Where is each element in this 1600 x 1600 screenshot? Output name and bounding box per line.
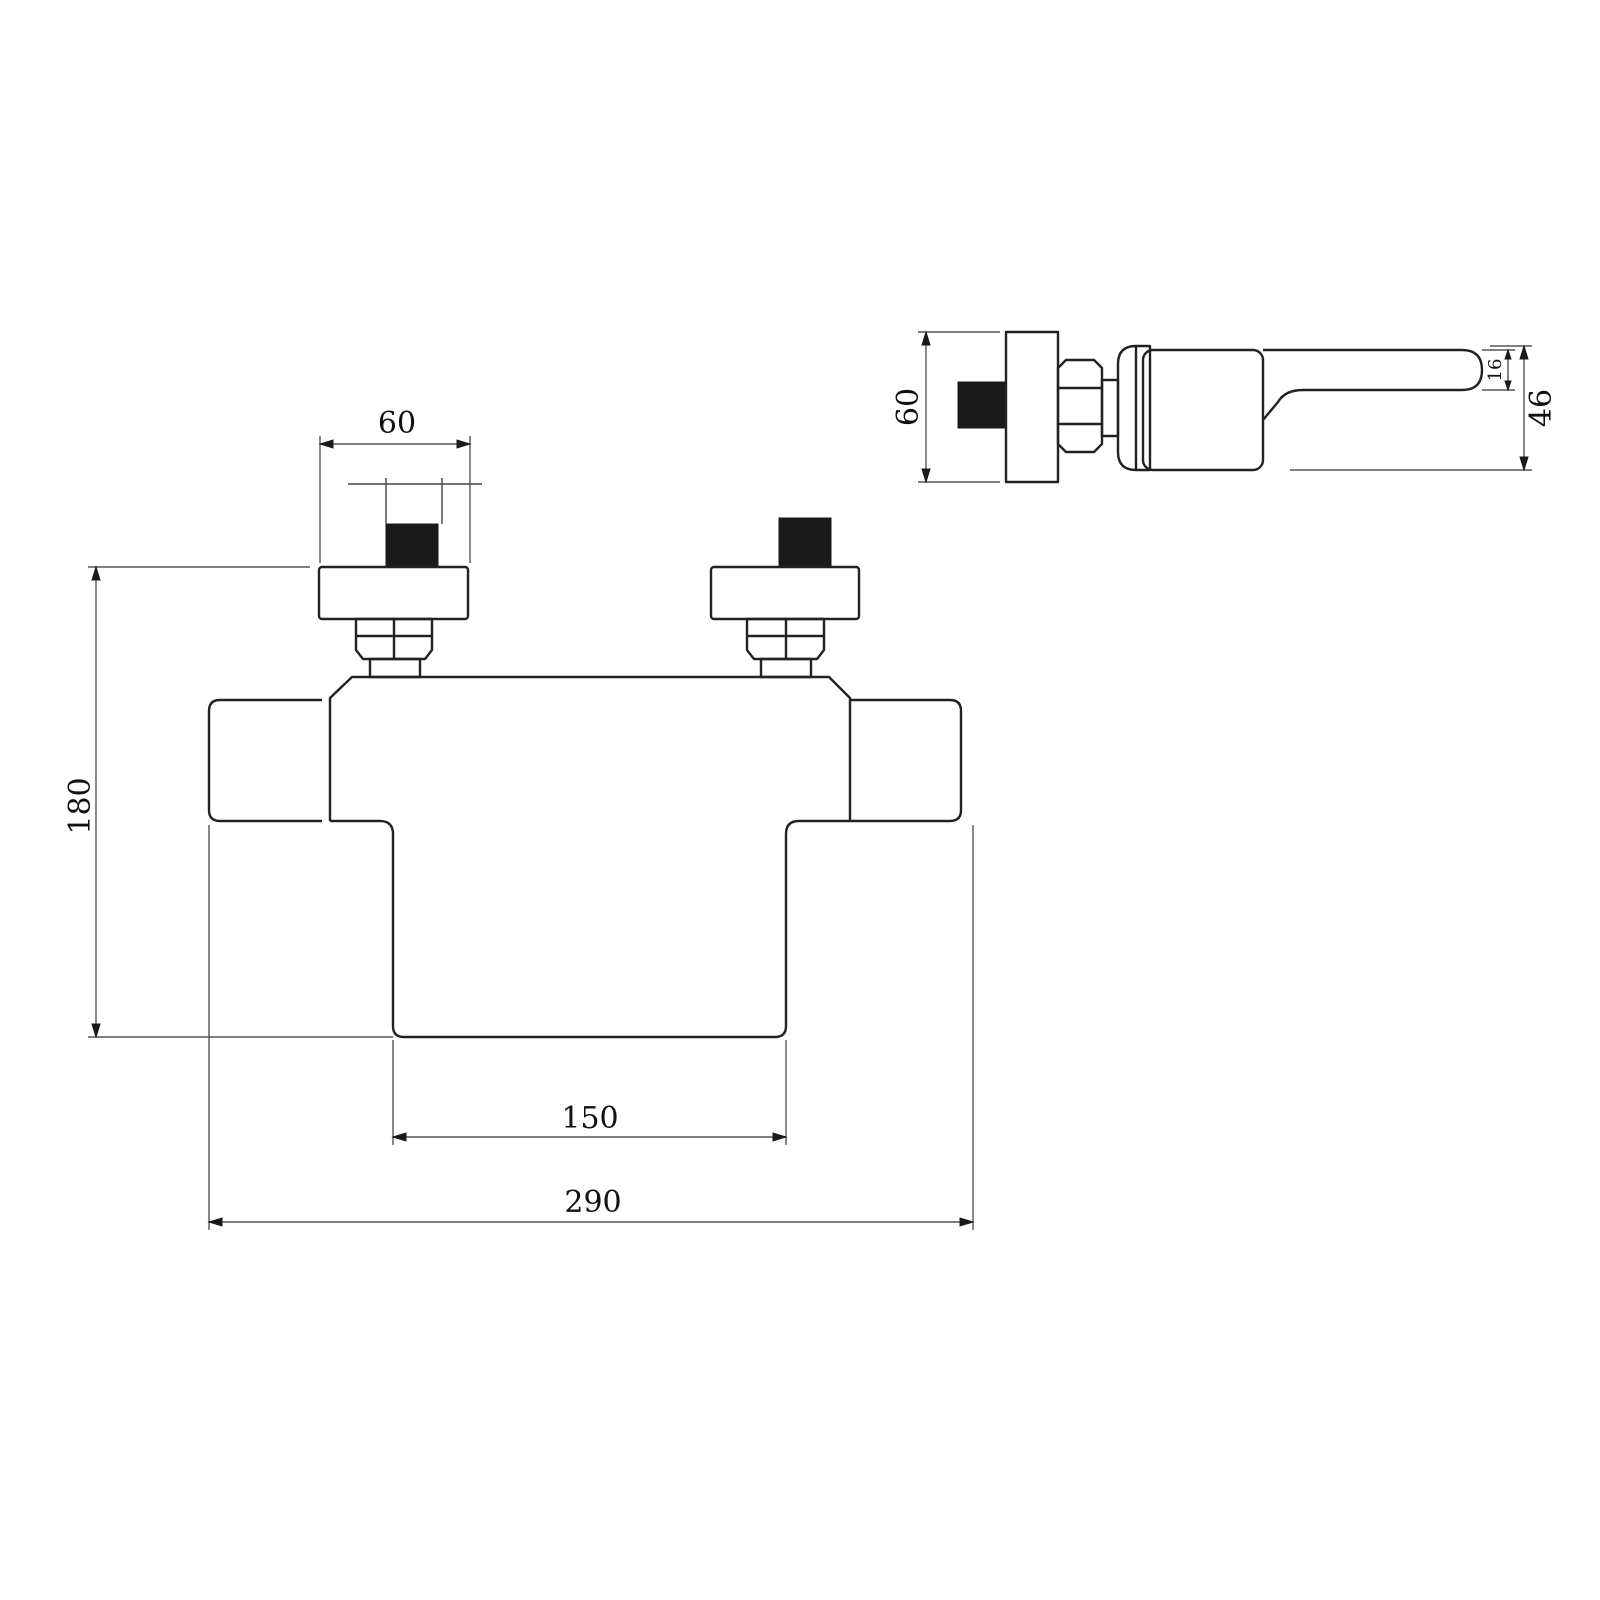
dim-inner-width: 150	[391, 1040, 788, 1145]
right-end-cap	[850, 698, 963, 823]
left-inlet-stem	[368, 657, 422, 679]
side-housing	[1116, 344, 1152, 472]
dim-handle-thickness-label: 16	[1485, 359, 1506, 382]
main-body	[328, 675, 852, 821]
dim-overall-width-label: 290	[564, 1185, 621, 1220]
dim-handle-height: 46	[1290, 344, 1559, 472]
right-inlet-stem	[759, 657, 813, 679]
dim-side-height: 60	[891, 330, 1000, 484]
side-view: 60 16 46	[891, 330, 1559, 484]
dim-handle-thickness: 16	[1482, 348, 1515, 392]
dim-handle-height-label: 46	[1524, 389, 1559, 427]
left-inlet-flange	[317, 565, 470, 621]
dim-overall-width: 290	[207, 825, 975, 1230]
side-nut	[1056, 358, 1104, 454]
dim-height: 180	[63, 565, 393, 1039]
lower-body	[330, 819, 850, 1039]
left-inlet-nut	[354, 617, 434, 661]
right-inlet	[709, 517, 861, 679]
side-flange	[1004, 330, 1060, 484]
side-lever	[1262, 348, 1484, 421]
left-inlet-thread	[385, 523, 439, 568]
dim-side-height-label: 60	[891, 388, 926, 426]
side-stem	[1100, 378, 1120, 438]
dim-inner-width-label: 150	[561, 1101, 618, 1136]
front-view: 180 60 150	[63, 406, 975, 1230]
side-handle-body	[1141, 348, 1265, 472]
dim-inlet-spacing: 60	[318, 406, 482, 563]
left-end-cap	[207, 698, 322, 823]
dim-inlet-spacing-label: 60	[378, 406, 416, 441]
left-inlet	[317, 523, 470, 679]
right-inlet-thread	[778, 517, 832, 568]
dim-height-label: 180	[63, 777, 98, 834]
right-inlet-nut	[745, 617, 826, 661]
side-thread	[957, 381, 1007, 429]
right-inlet-flange	[709, 565, 861, 621]
